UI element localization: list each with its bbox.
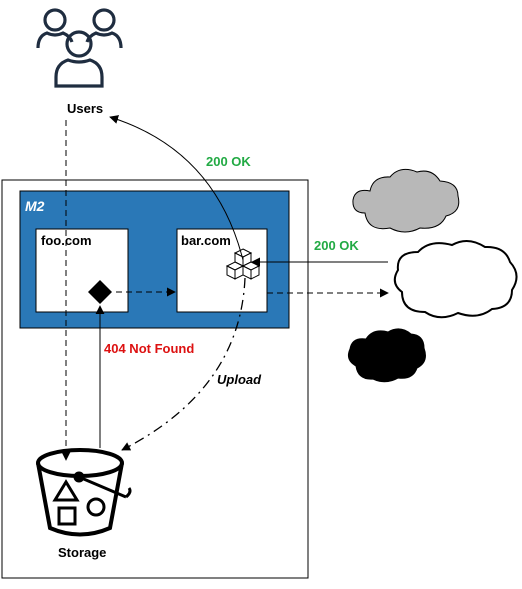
users-label: Users: [67, 101, 104, 116]
gateway-diamond-icon: [88, 280, 112, 304]
m2-cluster-label: M2: [25, 198, 45, 214]
foo-node-label: foo.com: [41, 233, 92, 248]
foo-node[interactable]: [35, 228, 129, 313]
edge-users-ok-label: 200 OK: [206, 154, 251, 169]
edge-cloud-ok-label: 200 OK: [314, 238, 359, 253]
users-icon: [36, 8, 123, 88]
edge-bar-upload-to-storage: [121, 277, 246, 451]
white-cloud-icon: [393, 240, 518, 319]
bar-node-label: bar.com: [181, 233, 231, 248]
black-cloud-icon: [348, 328, 426, 383]
storage-bucket-icon: [36, 448, 132, 537]
gray-cloud-icon: [352, 168, 460, 233]
cubes-icon: [225, 248, 261, 280]
edge-bar-to-users: [109, 115, 244, 261]
edge-upload-label: Upload: [217, 372, 262, 387]
edge-not-found-label: 404 Not Found: [104, 341, 195, 356]
storage-label: Storage: [58, 545, 107, 560]
